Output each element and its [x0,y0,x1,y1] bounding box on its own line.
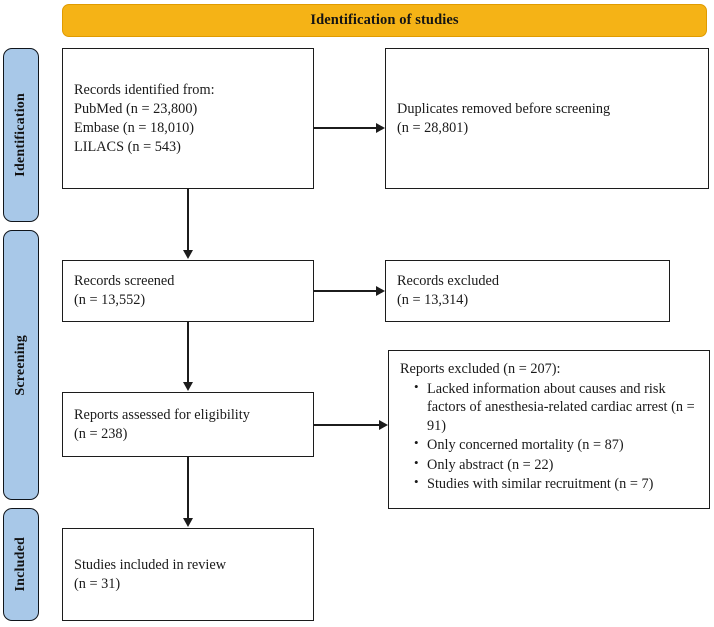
diagram-header-banner: Identification of studies [62,4,707,37]
box-studies-included: Studies included in review (n = 31) [62,528,314,621]
arrowhead-eligibility-to-reports-excluded [379,419,388,430]
phase-label-screening: Screening [3,230,39,500]
box-studies-included-text: Studies included in review (n = 31) [74,556,227,592]
box-records-screened-text: Records screened (n = 13,552) [74,273,175,308]
box-records-excluded-text: Records excluded (n = 13,314) [397,273,500,308]
phase-label-identification: Identification [3,48,39,222]
box-records-screened: Records screened (n = 13,552) [62,260,314,322]
exclusion-reason-item: Only abstract (n = 22) [414,455,703,475]
box-duplicates-removed: Duplicates removed before screening (n =… [385,48,709,189]
exclusion-reason-item: Only concerned mortality (n = 87) [414,435,703,455]
connector-eligibility-to-included [187,457,189,518]
connector-screened-to-records-excluded [314,290,376,292]
exclusion-reason-item: Lacked information about causes and risk… [414,379,703,436]
box-records-identified-text: Records identified from: PubMed (n = 23,… [74,81,215,155]
box-reports-excluded-list: Lacked information about causes and risk… [400,379,703,494]
arrowhead-eligibility-to-included [182,518,193,527]
phase-label-identification-text: Identification [13,93,28,177]
connector-screened-to-eligibility [187,322,189,382]
box-reports-excluded: Reports excluded (n = 207): Lacked infor… [388,350,710,509]
phase-label-included-text: Included [13,537,28,592]
arrowhead-screened-to-eligibility [182,382,193,391]
arrowhead-screened-to-records-excluded [376,285,385,296]
box-duplicates-removed-text: Duplicates removed before screening (n =… [397,100,611,136]
box-reports-assessed-eligibility-text: Reports assessed for eligibility (n = 23… [74,406,250,442]
box-records-identified: Records identified from: PubMed (n = 23,… [62,48,314,189]
arrowhead-identified-to-duplicates [376,122,385,133]
connector-identified-to-screened [187,189,189,250]
box-reports-excluded-title: Reports excluded (n = 207): [400,361,561,377]
phase-label-screening-text: Screening [13,334,28,396]
connector-eligibility-to-reports-excluded [314,424,379,426]
box-reports-assessed-eligibility: Reports assessed for eligibility (n = 23… [62,392,314,457]
phase-label-included: Included [3,508,39,621]
exclusion-reason-item: Studies with similar recruitment (n = 7) [414,474,703,494]
connector-identified-to-duplicates [314,127,376,129]
box-records-excluded: Records excluded (n = 13,314) [385,260,670,322]
diagram-title: Identification of studies [310,12,459,28]
arrowhead-identified-to-screened [182,250,193,259]
